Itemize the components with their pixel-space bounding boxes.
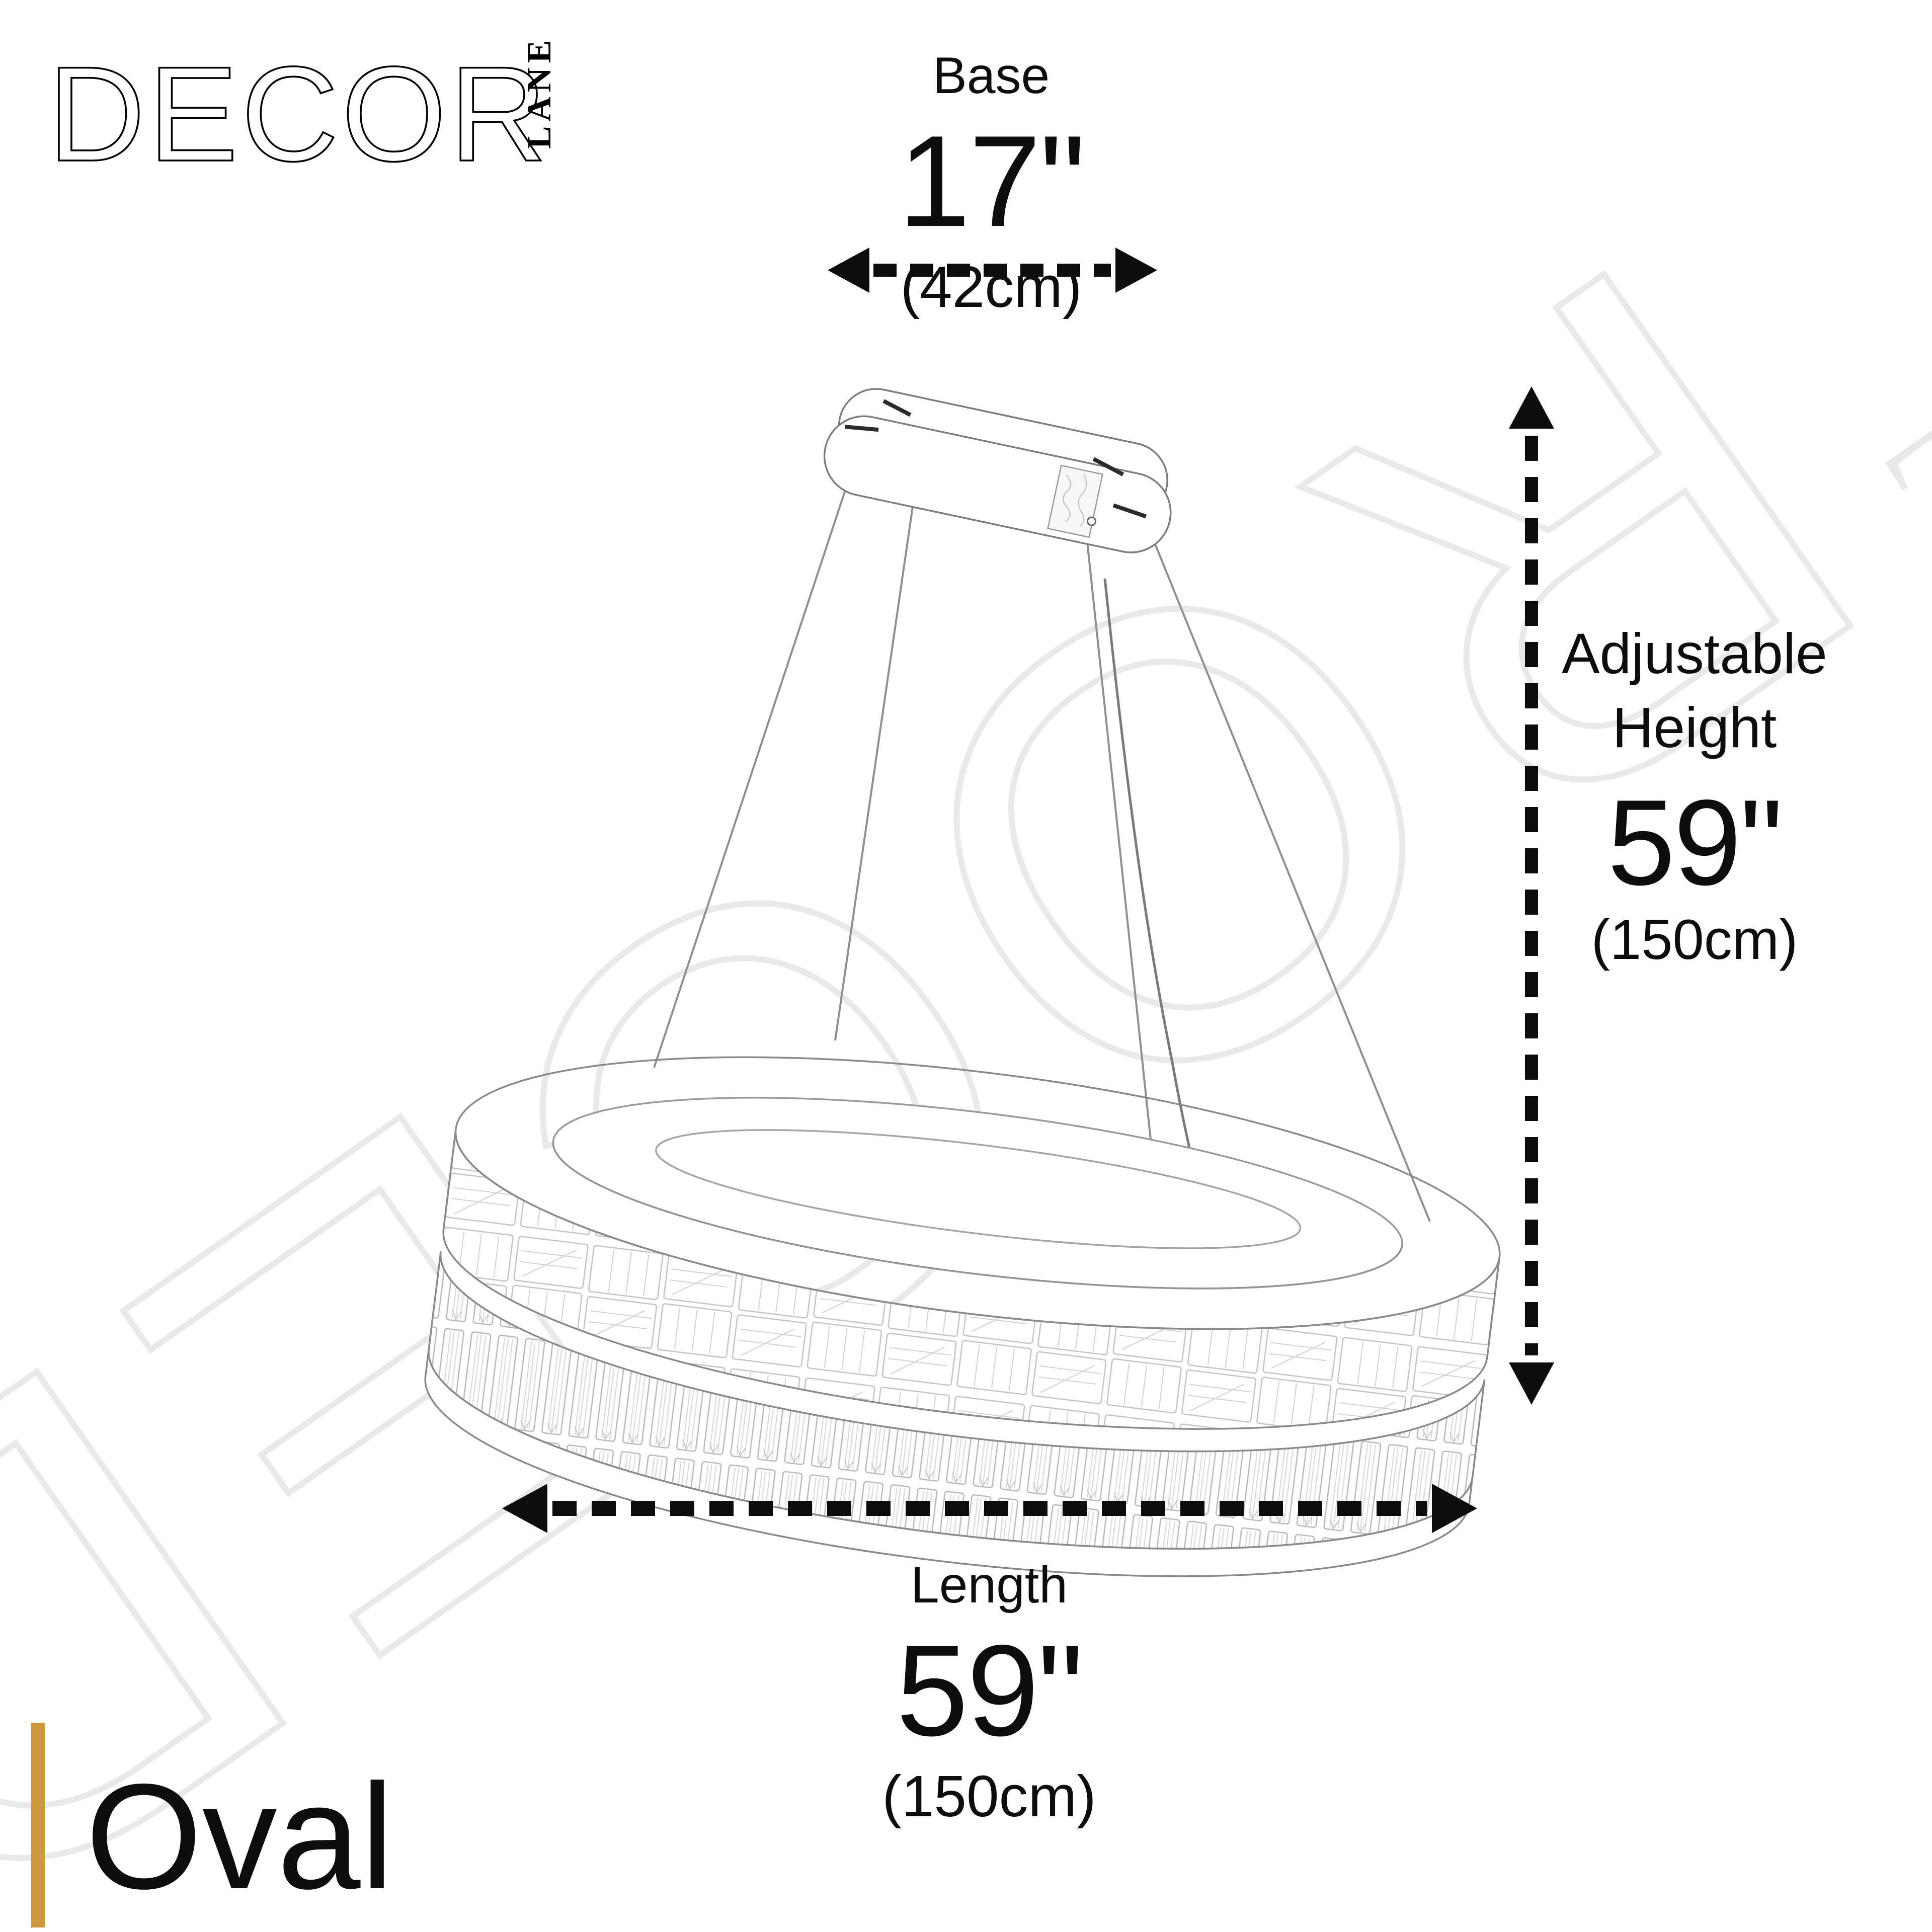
arrowhead-right-icon (1115, 248, 1157, 293)
length-dimension-metric: (150cm) (882, 1763, 1096, 1829)
cable-gland (1086, 516, 1096, 526)
arrowhead-right-icon (1432, 1484, 1477, 1533)
dimension-arrows (502, 248, 1554, 1533)
height-dimension-block: Adjustable Height 59" (150cm) (1562, 617, 1827, 971)
brand-logo-decor: DECOR (47, 38, 550, 189)
suspension-wire (834, 423, 926, 1041)
chandelier-ring-drawing (424, 1056, 1501, 1577)
shape-name-label: Oval (86, 1753, 394, 1920)
base-width-arrow (828, 248, 1157, 293)
accent-bar (31, 1723, 45, 1927)
brand-logo-lane: LANE (520, 36, 558, 149)
height-dimension-label-line2: Height (1612, 695, 1777, 759)
height-dimension-label-line1: Adjustable (1562, 622, 1827, 685)
ceiling-canopy-drawing (823, 388, 1172, 553)
arrowhead-down-icon (1509, 1362, 1554, 1405)
canopy-texture (1063, 474, 1087, 527)
ring-inner-opening (655, 1129, 1302, 1249)
suspension-wires (653, 423, 1431, 1251)
base-dimension-block: Base 17" (42cm) (898, 42, 1086, 319)
arrowhead-up-icon (1509, 386, 1554, 429)
arrowhead-left-icon (502, 1484, 547, 1533)
arrowhead-left-icon (828, 248, 869, 293)
wire-anchors (845, 399, 1147, 519)
length-arrow (502, 1484, 1477, 1533)
suspension-wire (653, 456, 857, 1068)
height-dimension-value: 59" (1607, 774, 1783, 911)
adjustable-height-arrow (1509, 386, 1554, 1405)
length-dimension-value: 59" (896, 1617, 1084, 1763)
brand-logo: DECOR LANE (47, 36, 558, 182)
base-dimension-metric: (42cm) (900, 254, 1082, 319)
length-dimension-label: Length (911, 1556, 1068, 1614)
base-dimension-label: Base (932, 47, 1050, 104)
suspension-wire (1086, 537, 1156, 1178)
suspension-wire (1135, 497, 1431, 1222)
length-dimension-block: Length 59" (150cm) (882, 1552, 1096, 1828)
ring-top-rim (454, 1056, 1501, 1330)
base-dimension-value: 17" (898, 108, 1086, 254)
height-dimension-metric: (150cm) (1591, 908, 1798, 971)
